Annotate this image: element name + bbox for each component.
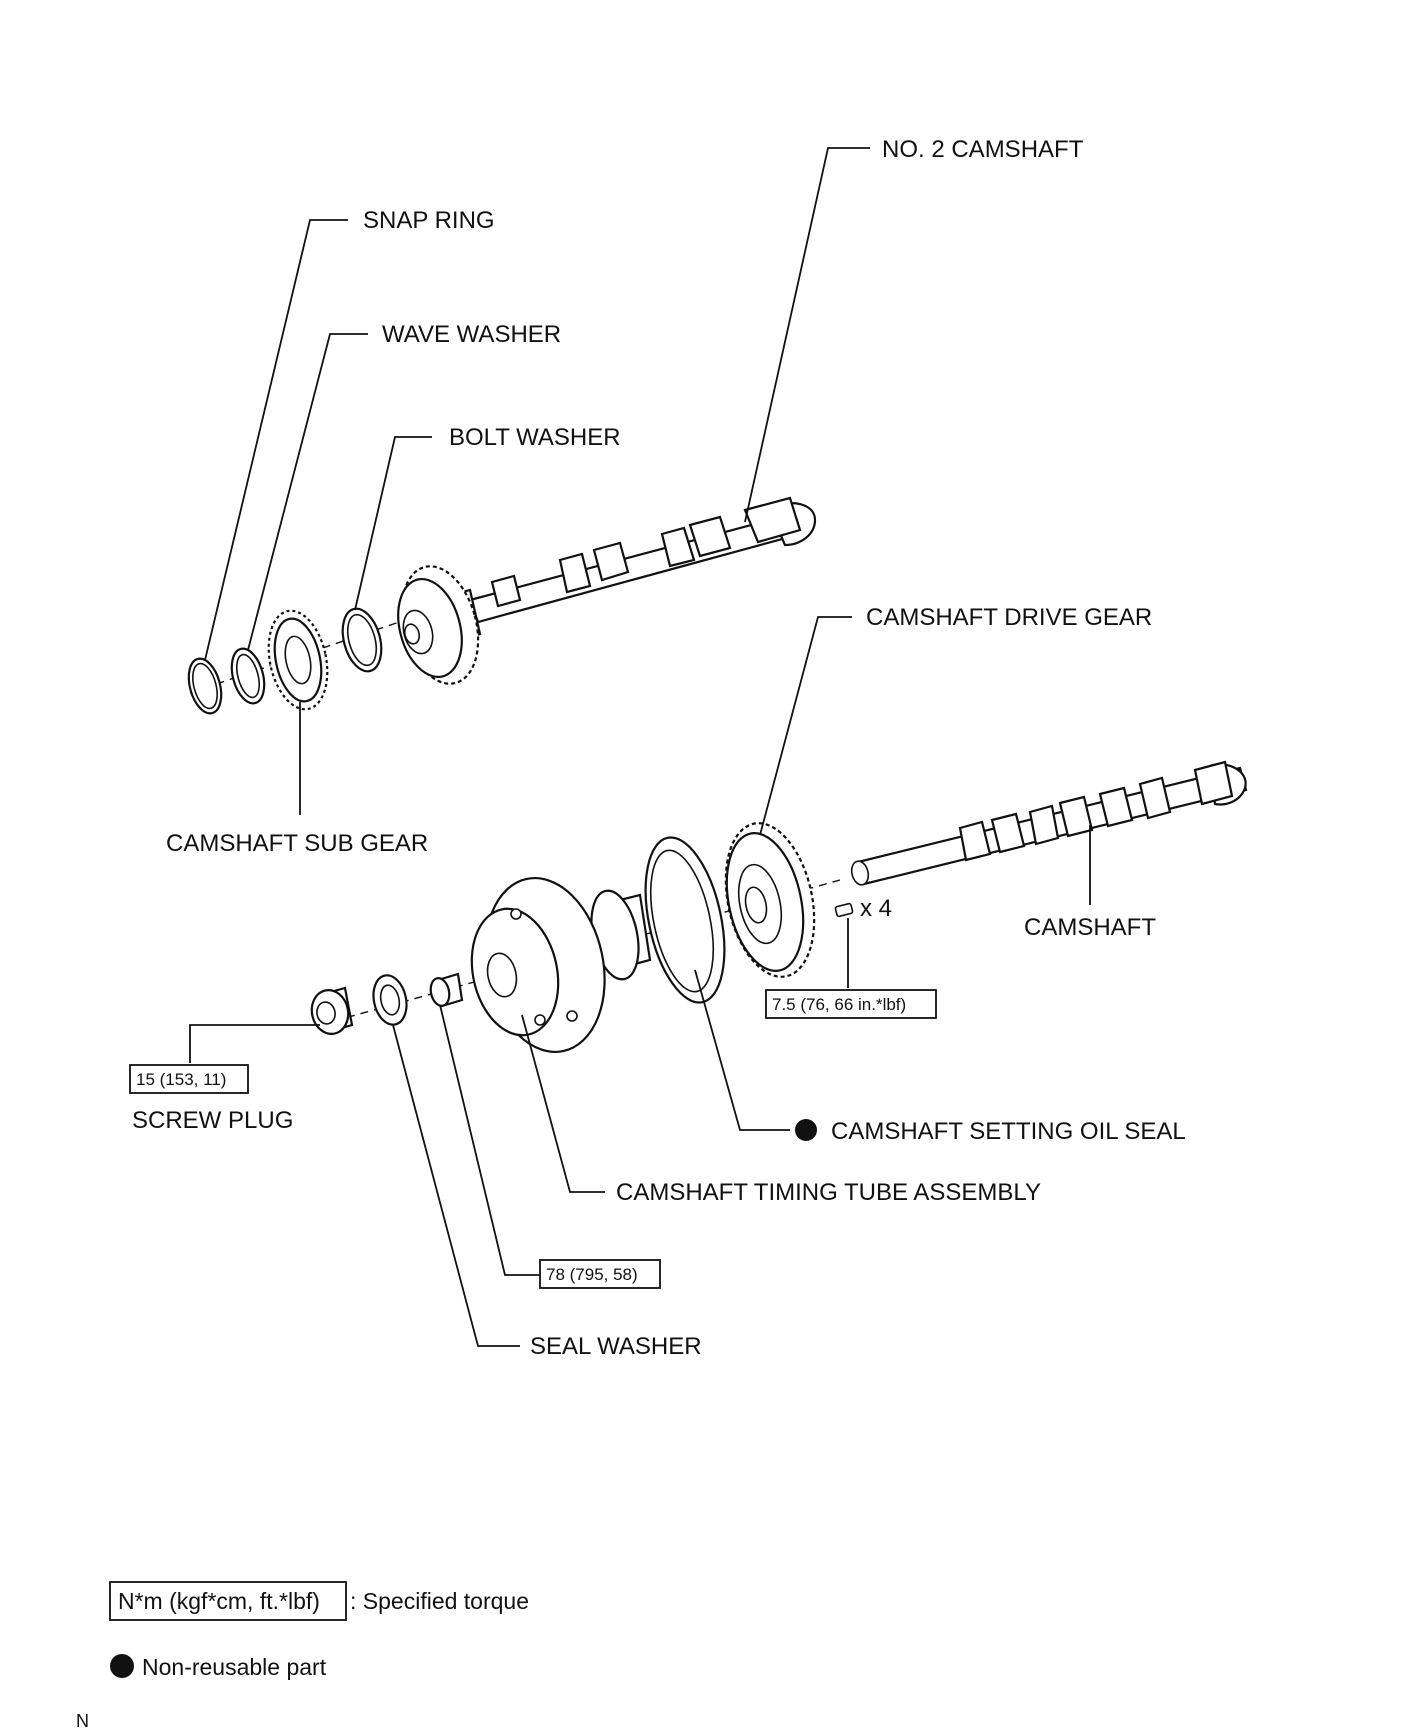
no2-camshaft-assembly [187,496,817,715]
label-screw-plug: SCREW PLUG [132,1107,293,1134]
label-camshaft: CAMSHAFT [1024,914,1156,941]
leader-no2-camshaft [744,147,870,523]
bolt-washer-part [341,607,383,673]
leader-bolt-washer [354,436,432,611]
camshaft-part [850,760,1248,886]
label-oil-seal-group: CAMSHAFT SETTING OIL SEAL [795,1118,1186,1145]
wave-washer-part [230,647,266,705]
leader-snap-ring [204,219,348,661]
screw-plug-part [310,986,354,1035]
label-camshaft-timing-tube-assembly: CAMSHAFT TIMING TUBE ASSEMBLY [616,1179,1041,1206]
camshaft-timing-tube-assembly-part [470,876,652,1054]
label-camshaft-drive-gear: CAMSHAFT DRIVE GEAR [866,604,1152,631]
label-snap-ring: SNAP RING [363,207,495,234]
label-bolt-washer: BOLT WASHER [449,424,621,451]
label-seal-washer: SEAL WASHER [530,1333,702,1360]
leader-screw-plug [189,1024,320,1063]
drive-gear-bolt-part [834,902,854,918]
leader-lines [189,147,1091,1347]
label-camshaft-setting-oil-seal: CAMSHAFT SETTING OIL SEAL [831,1118,1186,1145]
legend-torque-unit: N*m (kgf*cm, ft.*lbf) [118,1588,320,1614]
torque-box-timing-tube-bolt: 78 (795, 58) [539,1259,661,1289]
no2-camshaft-gear [397,565,480,685]
seal-washer-part [372,974,408,1026]
timing-tube-bolt-part [429,972,464,1008]
snap-ring-part [187,657,223,715]
camshaft-drive-gear-part [724,822,816,978]
legend-torque-desc: : Specified torque [350,1588,529,1614]
non-reusable-bullet-icon [795,1119,817,1141]
torque-box-drive-gear-bolt: 7.5 (76, 66 in.*lbf) [765,989,937,1019]
no2-camshaft-part [446,496,817,642]
footer-mark: N [76,1711,89,1731]
leader-oil-seal [694,969,790,1131]
legend: N*m (kgf*cm, ft.*lbf) : Specified torque… [109,1581,529,1680]
camshaft-setting-oil-seal-part [644,836,726,1004]
camshaft-assembly [310,760,1248,1054]
camshaft-sub-gear-part [267,609,329,711]
torque-drive-gear-bolt: 7.5 (76, 66 in.*lbf) [772,995,906,1014]
torque-screw-plug: 15 (153, 11) [136,1070,226,1089]
label-camshaft-sub-gear: CAMSHAFT SUB GEAR [166,830,428,857]
torque-timing-tube-bolt: 78 (795, 58) [546,1265,638,1284]
upper-center-axis [189,614,421,694]
leader-wave-washer [247,333,368,651]
leader-seal-washer [392,1024,520,1347]
legend-non-reusable: Non-reusable part [142,1654,327,1680]
label-no2-camshaft: NO. 2 CAMSHAFT [882,136,1084,163]
leader-timing-tube [521,1014,605,1193]
legend-bullet-icon [110,1654,134,1678]
legend-torque-box [109,1581,347,1621]
leader-timing-tube-bolt [439,1004,540,1276]
torque-box-screw-plug: 15 (153, 11) [129,1064,249,1094]
label-quantity-x4: x 4 [860,895,892,922]
label-wave-washer: WAVE WASHER [382,321,561,348]
leader-camshaft-drive-gear [759,616,852,836]
